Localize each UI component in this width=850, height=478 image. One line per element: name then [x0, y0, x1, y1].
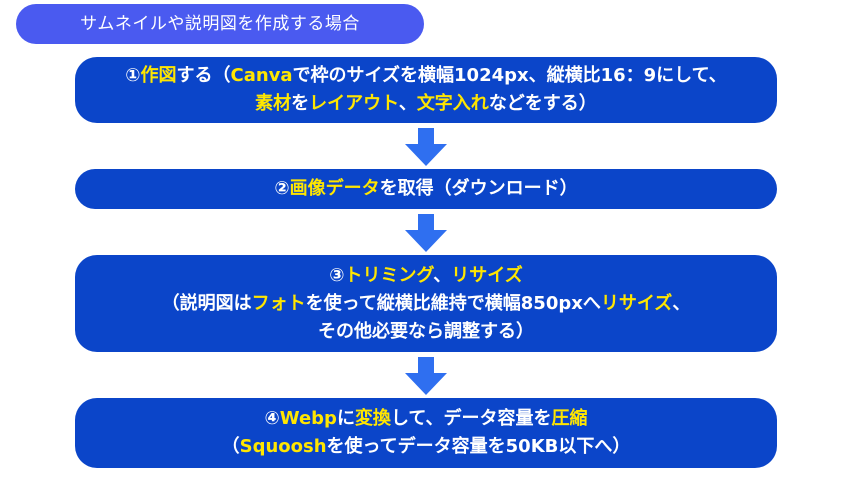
step-text: 、 [672, 292, 691, 314]
highlight-text: リサイズ [600, 292, 673, 314]
step-text: ① [125, 65, 141, 86]
step-text: 、 [433, 264, 452, 286]
highlight-text: 変換 [354, 408, 391, 429]
highlight-text: 作図 [140, 65, 177, 86]
highlight-text: 画像データ [289, 178, 380, 199]
step-text: その他必要なら調整する） [318, 320, 534, 342]
arrow-down-icon [405, 128, 447, 166]
step-3-box: ③トリミング、リサイズ（説明図はフォトを使って縦横比維持で横幅850pxへリサイ… [75, 255, 777, 352]
step-text: ③ [329, 264, 345, 286]
step-text: を使ってデータ容量を50KB以下へ） [326, 436, 631, 457]
step-4-line-1: ④Webpに変換して、データ容量を圧縮 [264, 405, 587, 433]
highlight-text: レイアウト [309, 93, 399, 114]
highlight-text: 圧縮 [551, 408, 588, 429]
step-text: （ [221, 436, 240, 457]
title-pill: サムネイルや説明図を作成する場合 [16, 4, 424, 44]
step-text: を使って縦横比維持で横幅850pxへ [305, 292, 601, 314]
step-4-box: ④Webpに変換して、データ容量を圧縮（Squooshを使ってデータ容量を50K… [75, 398, 777, 468]
step-1-box: ①作図する（Canvaで枠のサイズを横幅1024px、縦横比16：9にして、素材… [75, 57, 777, 123]
step-text: ② [274, 178, 290, 199]
step-text: で枠のサイズを横幅1024px、縦横比16：9にして、 [292, 65, 727, 86]
step-2-line-1: ②画像データを取得（ダウンロード） [274, 175, 577, 203]
highlight-text: 素材 [255, 93, 292, 114]
highlight-text: 文字入れ [416, 93, 489, 114]
step-text: に [336, 408, 355, 429]
step-text: を [291, 93, 310, 114]
highlight-text: Canva [230, 65, 293, 86]
step-text: ④ [264, 408, 280, 429]
step-text: などをする） [488, 93, 597, 114]
step-1-line-2: 素材をレイアウト、文字入れなどをする） [255, 90, 597, 118]
step-2-box: ②画像データを取得（ダウンロード） [75, 169, 777, 209]
arrow-down-icon [405, 357, 447, 395]
step-text: を取得（ダウンロード） [379, 178, 578, 199]
step-3-line-3: その他必要なら調整する） [318, 318, 534, 346]
step-1-line-1: ①作図する（Canvaで枠のサイズを横幅1024px、縦横比16：9にして、 [125, 62, 727, 90]
step-4-line-2: （Squooshを使ってデータ容量を50KB以下へ） [222, 433, 631, 461]
highlight-text: トリミング [344, 264, 434, 286]
arrow-down-icon [405, 214, 447, 252]
highlight-text: Squoosh [239, 436, 327, 457]
highlight-text: リサイズ [451, 264, 523, 286]
step-text: 、 [398, 93, 417, 114]
step-text: して、データ容量を [390, 408, 552, 429]
highlight-text: フォト [251, 292, 306, 314]
step-text: （説明図は [161, 292, 252, 314]
step-text: する（ [176, 65, 231, 86]
step-3-line-1: ③トリミング、リサイズ [329, 262, 522, 290]
step-3-line-2: （説明図はフォトを使って縦横比維持で横幅850pxへリサイズ、 [162, 290, 691, 318]
highlight-text: Webp [279, 408, 337, 429]
